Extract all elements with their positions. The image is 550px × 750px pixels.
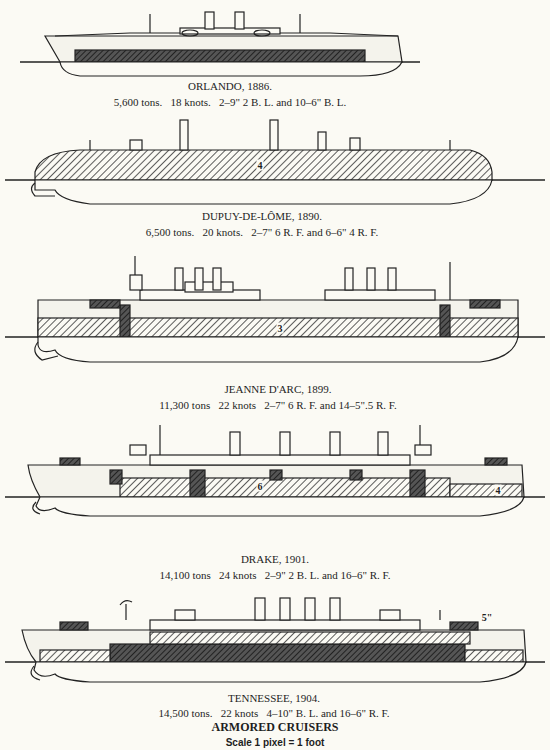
armor-thickness: 5" bbox=[482, 612, 493, 623]
ship-particulars: 11,300 tons 22 knots 2–7" 6 R. F. and 14… bbox=[159, 399, 397, 411]
orlando-profile bbox=[20, 12, 420, 76]
drake-profile bbox=[5, 425, 545, 516]
ship-particulars: 14,500 tons. 22 knots 4–10" B. L. and 16… bbox=[158, 707, 389, 719]
ship-name: JEANNE D'ARC, 1899. bbox=[224, 383, 331, 395]
ship-name: ORLANDO, 1886. bbox=[188, 80, 272, 92]
ship-particulars: 14,100 tons 24 knots 2–9" 2 B. L. and 16… bbox=[159, 569, 390, 581]
ship-name: TENNESSEE, 1904. bbox=[228, 692, 320, 704]
jeanne-d-arc-profile bbox=[5, 256, 545, 362]
tennessee-profile bbox=[5, 598, 545, 682]
armor-thickness: 6 bbox=[257, 481, 264, 492]
ship-particulars: 5,600 tons. 18 knots. 2–9" 2 B. L. and 1… bbox=[114, 96, 347, 108]
armor-thickness: 4 bbox=[495, 485, 502, 496]
ship-name: DUPUY-DE-LÔME, 1890. bbox=[202, 210, 322, 222]
ship-particulars: 6,500 tons. 20 knots. 2–7" 6 R. F. and 6… bbox=[146, 226, 378, 238]
armor-thickness: 4 bbox=[257, 160, 264, 171]
scale-note: Scale 1 pixel = 1 foot bbox=[226, 737, 325, 748]
ship-name: DRAKE, 1901. bbox=[241, 553, 309, 565]
dupuy-de-lome-profile bbox=[5, 120, 545, 204]
armor-thickness: 3 bbox=[277, 323, 284, 334]
diagram-title: ARMORED CRUISERS bbox=[211, 721, 338, 734]
